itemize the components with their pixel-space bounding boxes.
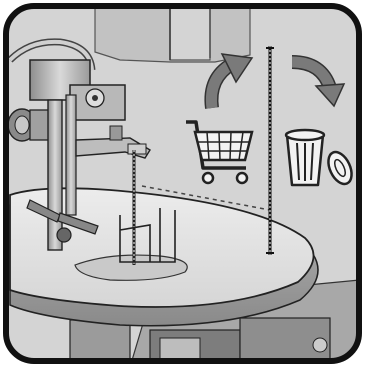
guide-post bbox=[48, 100, 62, 250]
